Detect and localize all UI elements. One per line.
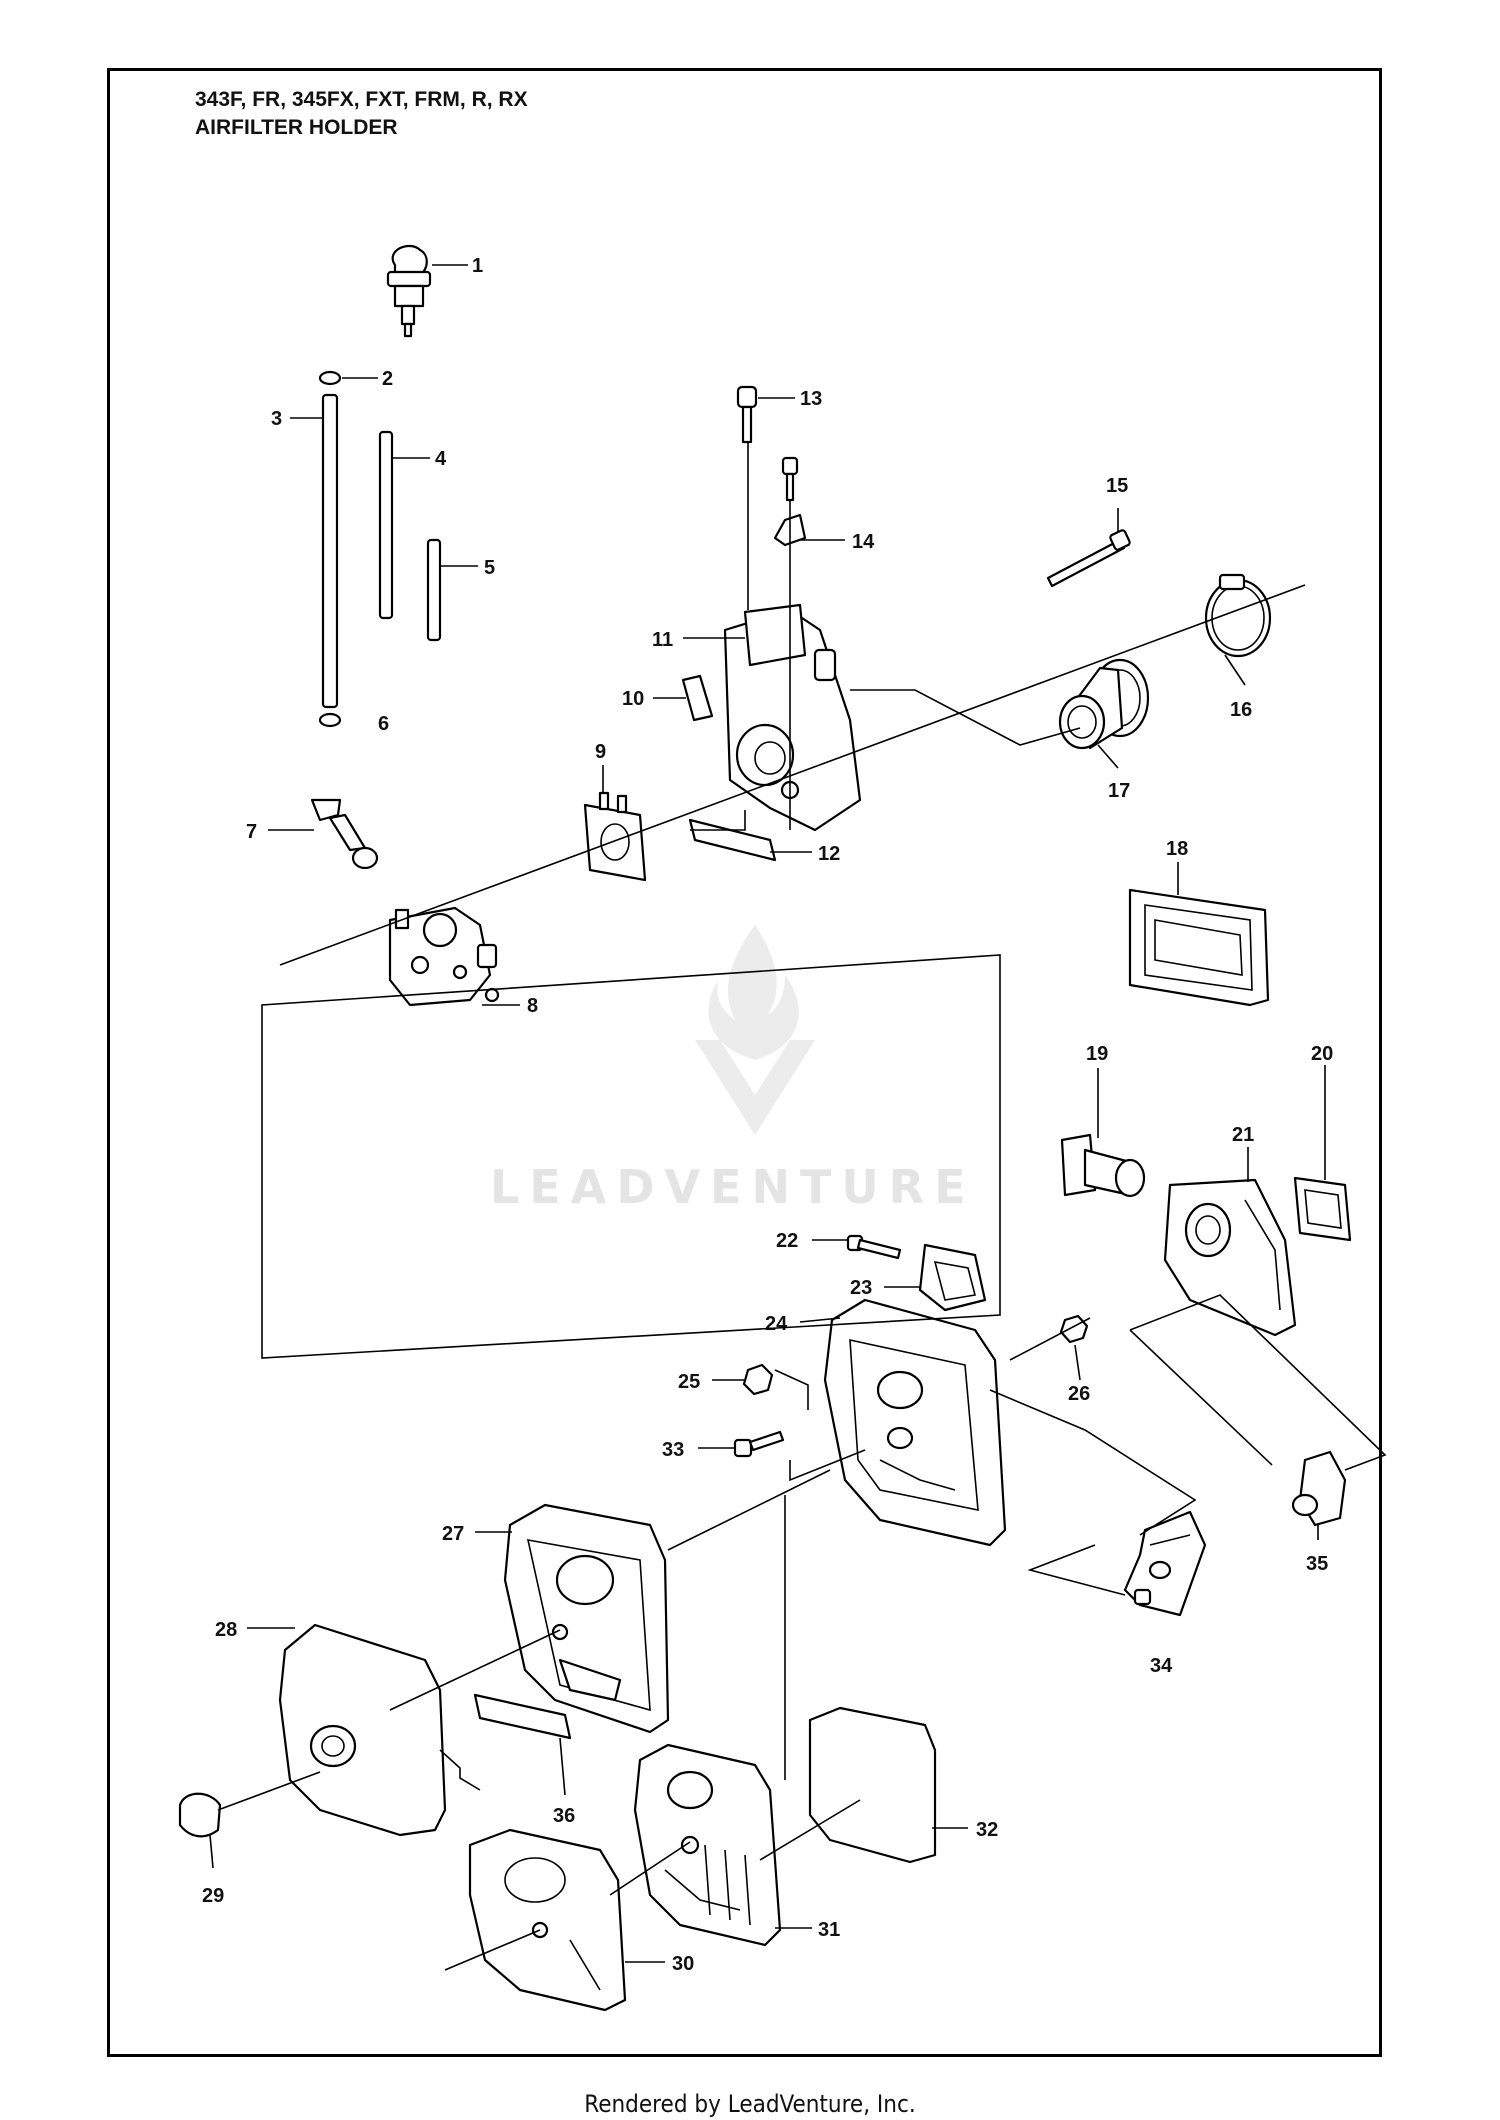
leadventure-logo-watermark — [690, 920, 820, 1145]
diagram-section-title: AIRFILTER HOLDER — [195, 116, 398, 139]
square-gasket-part — [1293, 1176, 1352, 1242]
screw-part — [736, 385, 758, 444]
part-label-30: 30 — [672, 1953, 694, 1975]
holder-bolt-part — [733, 1430, 785, 1458]
part-label-10: 10 — [622, 688, 644, 710]
part-label-35: 35 — [1306, 1553, 1328, 1575]
part-label-18: 18 — [1166, 838, 1188, 860]
long-bolt-part — [1046, 529, 1131, 588]
part-label-21: 21 — [1232, 1124, 1254, 1146]
filter-holder-part — [823, 1298, 1007, 1547]
foam-block-part — [808, 1706, 937, 1864]
part-label-4: 4 — [435, 448, 447, 470]
part-label-15: 15 — [1106, 475, 1128, 497]
part-label-9: 9 — [595, 741, 606, 763]
part-label-19: 19 — [1086, 1043, 1108, 1065]
part-label-6: 6 — [378, 713, 389, 735]
part-label-29: 29 — [202, 1885, 224, 1907]
cover-knob-part — [178, 1771, 321, 1838]
part-label-33: 33 — [662, 1439, 684, 1461]
part-label-16: 16 — [1230, 699, 1252, 721]
o-ring-part — [318, 370, 342, 386]
part-label-26: 26 — [1068, 1383, 1090, 1405]
part-label-13: 13 — [800, 388, 822, 410]
part-label-12: 12 — [818, 843, 840, 865]
part-label-8: 8 — [527, 995, 538, 1017]
intake-tube-part — [1060, 1133, 1146, 1198]
primer-bulb-part — [386, 244, 432, 338]
part-label-2: 2 — [382, 368, 393, 390]
part-label-28: 28 — [215, 1619, 237, 1641]
diagram-models-title: 343F, FR, 345FX, FXT, FRM, R, RX — [195, 88, 528, 111]
hex-nut-part — [742, 1363, 774, 1396]
filter-plate-part — [1128, 888, 1270, 1007]
part-label-20: 20 — [1311, 1043, 1333, 1065]
part-label-32: 32 — [976, 1819, 998, 1841]
foam-filter-part — [503, 1503, 670, 1734]
short-hose-part — [426, 538, 442, 642]
part-label-3: 3 — [271, 408, 282, 430]
strip-pad-part — [688, 818, 777, 862]
filter-bracket-part — [918, 1243, 987, 1312]
part-label-24: 24 — [765, 1313, 788, 1335]
intake-boot-part — [1058, 658, 1150, 750]
part-label-14: 14 — [852, 531, 875, 553]
part-label-23: 23 — [850, 1277, 872, 1299]
watermark-text: LEADVENTURE — [490, 1160, 976, 1214]
part-label-31: 31 — [818, 1919, 840, 1941]
long-fuel-hose-part — [321, 393, 339, 709]
part-label-25: 25 — [678, 1371, 700, 1393]
part-label-17: 17 — [1108, 780, 1130, 802]
foam-strip-part — [473, 1693, 572, 1740]
o-ring-lower-part — [318, 712, 342, 728]
part-label-36: 36 — [553, 1805, 575, 1827]
prefilter-foam-part — [468, 1828, 627, 2012]
part-label-34: 34 — [1150, 1655, 1173, 1677]
assembly-lines — [261, 442, 1387, 1971]
choke-knob-part — [1291, 1450, 1347, 1527]
choke-lever-part — [310, 798, 379, 870]
filter-frame-part — [633, 1743, 782, 1947]
hex-nut-right-part — [1059, 1314, 1089, 1344]
small-pad-part — [681, 674, 714, 722]
footer-credit: Rendered by LeadVenture, Inc. — [584, 2090, 916, 2118]
hose-clamp-part — [1204, 573, 1272, 658]
airfilter-holder-bracket-part — [723, 603, 862, 832]
part-label-5: 5 — [484, 557, 495, 579]
filter-cover-part — [278, 1623, 447, 1837]
part-label-22: 22 — [776, 1230, 798, 1252]
carburetor-gasket-part — [583, 791, 647, 882]
part-label-27: 27 — [442, 1523, 464, 1545]
carburetor-part — [388, 906, 500, 1007]
choke-bracket-part — [1123, 1510, 1207, 1617]
filter-housing-part — [1163, 1178, 1297, 1337]
diagram-frame — [107, 68, 1382, 2057]
part-label-7: 7 — [246, 821, 257, 843]
part-label-1: 1 — [472, 255, 483, 277]
filter-screw-part — [846, 1234, 902, 1260]
part-label-11: 11 — [652, 629, 673, 651]
fuel-hose-part — [378, 430, 394, 620]
